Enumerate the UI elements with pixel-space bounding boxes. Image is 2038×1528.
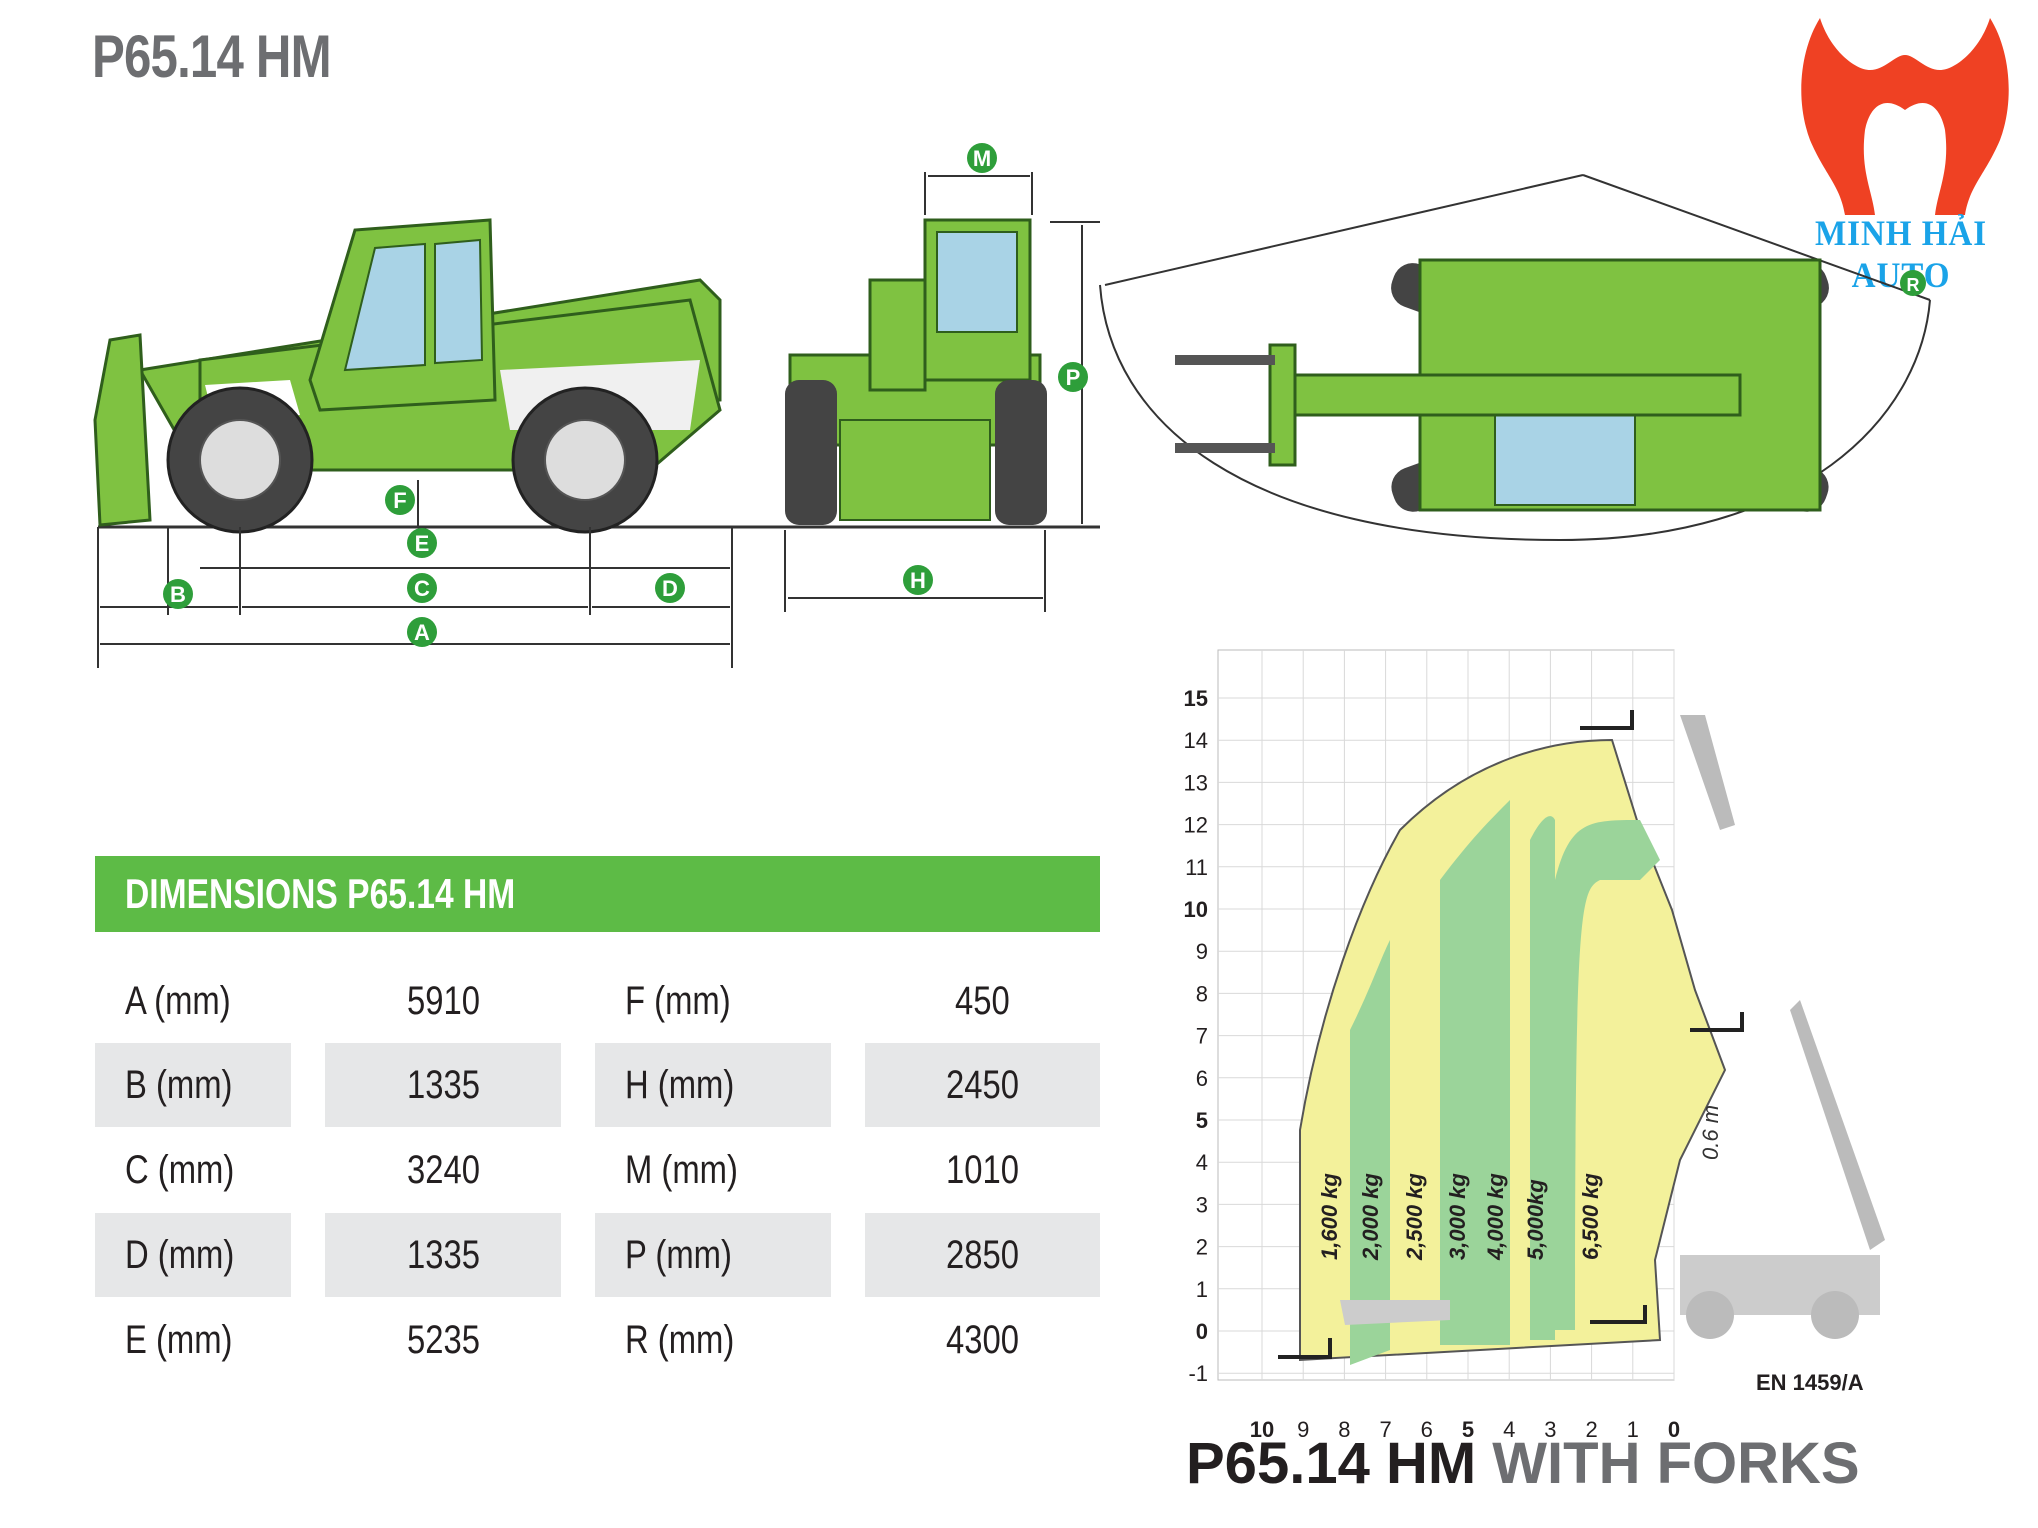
- row-value: 1335: [325, 1213, 561, 1297]
- x-tick-label: 9: [1297, 1417, 1309, 1442]
- svg-text:P: P: [1066, 365, 1081, 390]
- row-label: B (mm): [95, 1043, 291, 1127]
- table-row: A (mm) 5910 F (mm) 450: [95, 959, 1100, 1043]
- y-tick-label: 4: [1196, 1150, 1208, 1175]
- load-zone-label: 3,000 kg: [1445, 1173, 1470, 1260]
- y-tick-label: 9: [1196, 939, 1208, 964]
- x-tick-label: 3: [1544, 1417, 1556, 1442]
- y-tick-label: 2: [1196, 1235, 1208, 1260]
- x-tick-label: 8: [1338, 1417, 1350, 1442]
- x-tick-label: 1: [1627, 1417, 1639, 1442]
- table-row: D (mm) 1335 P (mm) 2850: [95, 1213, 1100, 1297]
- y-tick-label: 3: [1196, 1192, 1208, 1217]
- svg-text:H: H: [910, 568, 926, 593]
- row-value: 5910: [406, 979, 480, 1023]
- y-tick-label: 5: [1196, 1108, 1208, 1133]
- svg-text:M: M: [973, 146, 991, 171]
- load-zone-label: 6,500 kg: [1578, 1173, 1603, 1260]
- svg-text:A: A: [414, 620, 430, 645]
- y-tick-label: 13: [1184, 770, 1208, 795]
- y-tick-label: 12: [1184, 813, 1208, 838]
- y-tick-label: 14: [1184, 728, 1208, 753]
- svg-text:C: C: [414, 576, 430, 601]
- dim-label-p: P: [1058, 362, 1088, 392]
- row-value: 3240: [406, 1148, 480, 1192]
- chart-title: P65.14 HM WITH FORKS: [1186, 1431, 1860, 1496]
- row-label: P (mm): [595, 1213, 831, 1297]
- annotation-0-6m: 0.6 m: [1698, 1105, 1723, 1160]
- svg-text:E: E: [415, 531, 430, 556]
- row-label: E (mm): [125, 1318, 233, 1362]
- row-value: 1010: [946, 1148, 1019, 1192]
- y-tick-label: 15: [1184, 686, 1208, 711]
- row-value: 2850: [865, 1213, 1100, 1297]
- dimensions-header: DIMENSIONS P65.14 HM: [95, 856, 1100, 932]
- load-zone-label: 5,000kg: [1523, 1179, 1548, 1260]
- dimension-labels: M P R F E B C D A H: [163, 143, 1926, 647]
- dim-label-a: A: [407, 617, 437, 647]
- front-view: [780, 172, 1100, 612]
- dim-label-r: R: [1900, 270, 1926, 296]
- top-view: [1099, 174, 1931, 542]
- svg-text:F: F: [393, 488, 406, 513]
- dim-label-b: B: [163, 579, 193, 609]
- row-label: R (mm): [625, 1318, 735, 1362]
- x-tick-label: 6: [1421, 1417, 1433, 1442]
- y-tick-label: 10: [1184, 897, 1208, 922]
- row-label: M (mm): [625, 1148, 738, 1192]
- table-row: B (mm) 1335 H (mm) 2450: [95, 1043, 1100, 1127]
- x-tick-label: 2: [1585, 1417, 1597, 1442]
- y-tick-label: 1: [1196, 1277, 1208, 1302]
- svg-text:D: D: [662, 576, 678, 601]
- dim-label-e: E: [407, 528, 437, 558]
- dim-label-c: C: [407, 573, 437, 603]
- x-tick-label: 7: [1379, 1417, 1391, 1442]
- x-tick-label: 10: [1250, 1417, 1274, 1442]
- logo-text: MINH HẢI AUTO: [1814, 213, 1988, 295]
- x-tick-label: 0: [1668, 1417, 1680, 1442]
- dim-label-f: F: [385, 485, 415, 515]
- minh-hai-auto-logo: [1801, 18, 2009, 215]
- row-value: 450: [955, 979, 1010, 1023]
- y-tick-label: 8: [1196, 981, 1208, 1006]
- row-label: C (mm): [125, 1148, 235, 1192]
- load-zone-label: 2,000 kg: [1358, 1173, 1383, 1261]
- row-label: H (mm): [595, 1043, 831, 1127]
- row-value: 2450: [865, 1043, 1100, 1127]
- svg-text:B: B: [170, 582, 186, 607]
- table-row: E (mm) 5235 R (mm) 4300: [95, 1298, 1100, 1382]
- y-tick-label: 6: [1196, 1066, 1208, 1091]
- y-tick-label: 0: [1196, 1319, 1208, 1344]
- load-zone-label: 2,500 kg: [1402, 1173, 1427, 1261]
- row-label: F (mm): [625, 979, 731, 1023]
- x-tick-label: 5: [1462, 1417, 1474, 1442]
- dim-label-m: M: [967, 143, 997, 173]
- row-label: A (mm): [125, 979, 231, 1023]
- dim-label-d: D: [655, 573, 685, 603]
- y-tick-label: 11: [1185, 855, 1208, 880]
- y-tick-label: 7: [1196, 1024, 1208, 1049]
- page-title: P65.14 HM: [92, 23, 332, 90]
- load-zone-label: 1,600 kg: [1317, 1173, 1342, 1260]
- row-value: 1335: [325, 1043, 561, 1127]
- standard-label: EN 1459/A: [1756, 1370, 1864, 1395]
- svg-text:R: R: [1907, 275, 1920, 295]
- table-row: C (mm) 3240 M (mm) 1010: [95, 1128, 1100, 1212]
- y-tick-label: -1: [1188, 1361, 1208, 1386]
- row-value: 4300: [946, 1318, 1019, 1362]
- dim-label-h: H: [903, 565, 933, 595]
- x-tick-label: 4: [1503, 1417, 1515, 1442]
- load-zone-label: 4,000 kg: [1483, 1173, 1508, 1261]
- row-value: 5235: [406, 1318, 480, 1362]
- row-label: D (mm): [95, 1213, 291, 1297]
